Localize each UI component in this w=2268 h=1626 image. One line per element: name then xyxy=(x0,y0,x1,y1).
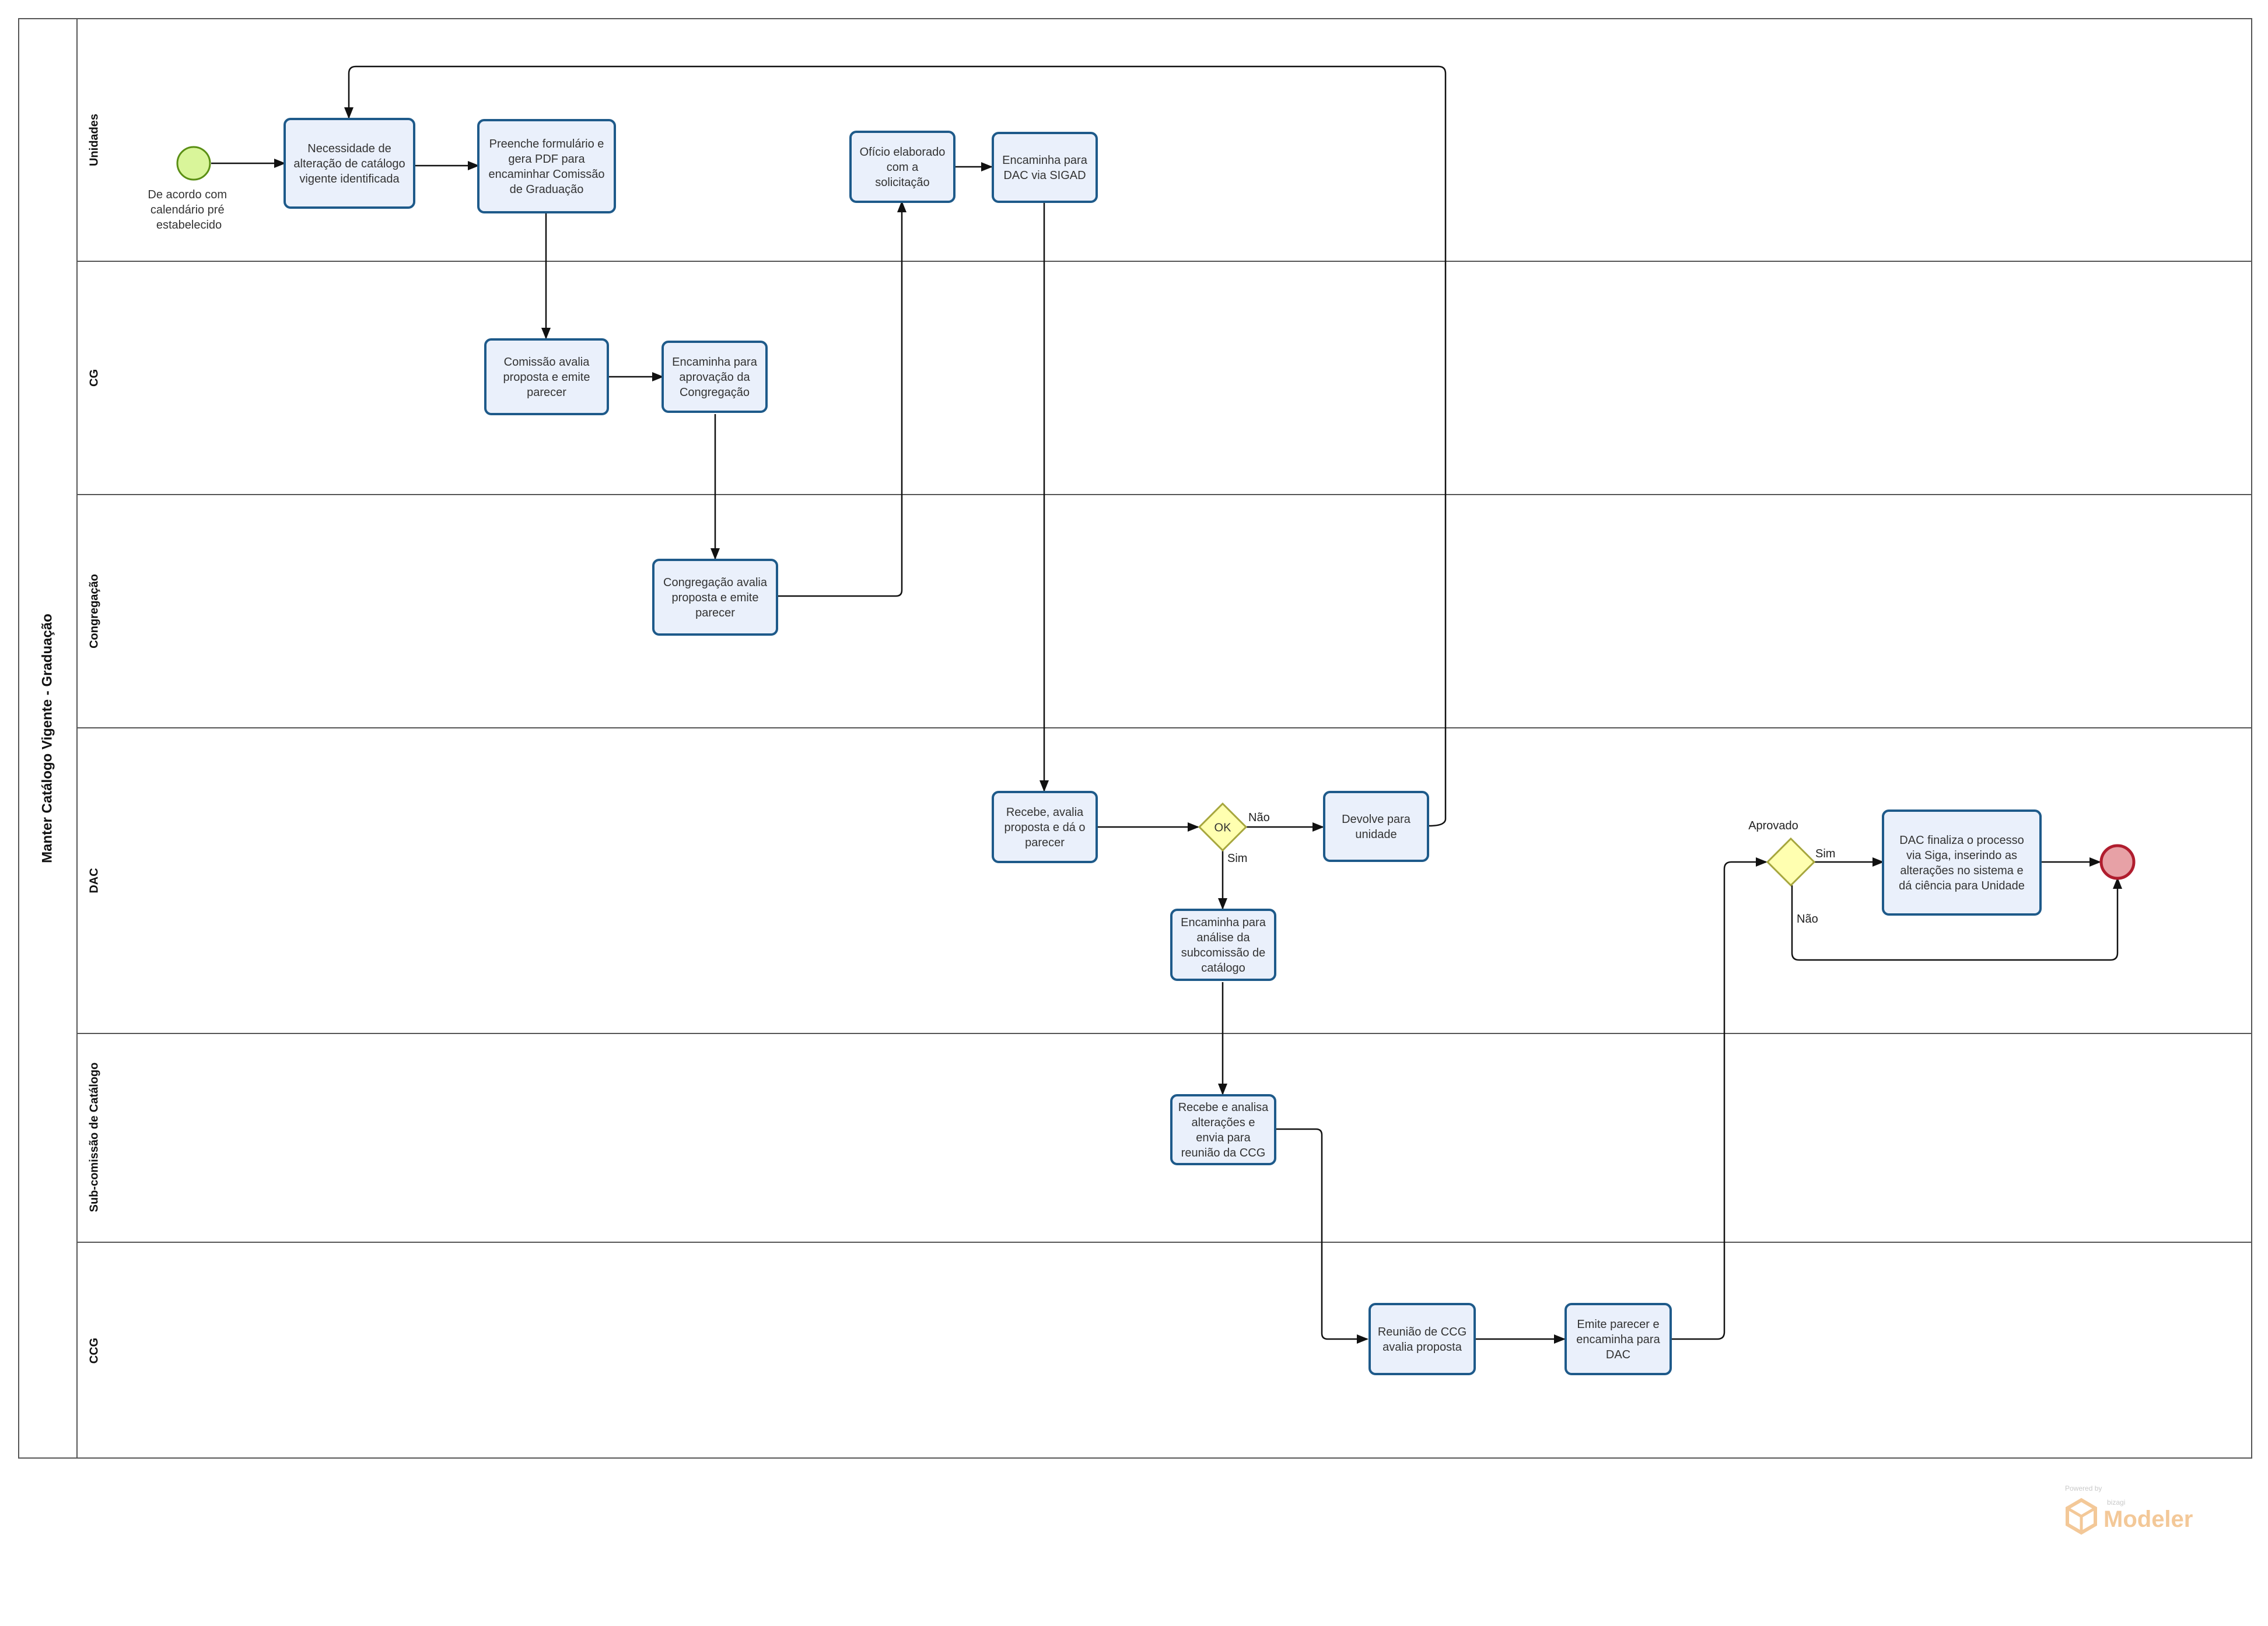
start-event-label: De acordo com calendário pré estabelecid… xyxy=(148,188,230,232)
watermark-product: Modeler xyxy=(2104,1506,2193,1532)
task-box[interactable] xyxy=(992,132,1098,203)
lane-dividers xyxy=(77,261,2252,1243)
sequence-flows xyxy=(211,65,2122,1344)
task-box[interactable] xyxy=(284,118,415,209)
task-box[interactable] xyxy=(652,559,778,636)
flow-g2-end xyxy=(1791,877,2122,961)
task-box[interactable] xyxy=(484,338,609,415)
gateway-ok[interactable]: OK xyxy=(1198,802,1248,852)
task-box[interactable] xyxy=(477,119,616,213)
flow-label-g1-yes: Sim xyxy=(1227,852,1247,865)
lane-title-cg: CG xyxy=(88,369,100,387)
bizagi-watermark: Powered by bizagi Modeler xyxy=(2065,1484,2193,1535)
flow-t9-t1 xyxy=(344,65,1447,827)
task-box[interactable] xyxy=(1170,1094,1276,1165)
lane-title-unidades: Unidades xyxy=(88,114,100,166)
lane-title-ccg: CCG xyxy=(88,1338,100,1364)
task-box[interactable] xyxy=(1323,791,1429,862)
watermark-brand: bizagi xyxy=(2107,1498,2125,1506)
flow-label-g2-no: Não xyxy=(1797,913,1818,926)
task-box[interactable] xyxy=(662,341,768,413)
pool-title: Manter Catálogo Vigente - Graduação xyxy=(39,614,55,863)
watermark-powered-by: Powered by xyxy=(2065,1484,2102,1492)
task-box[interactable] xyxy=(849,131,956,203)
flow-t13-g2 xyxy=(1671,857,1768,1340)
lane-title-dac: DAC xyxy=(88,868,100,893)
task-box[interactable] xyxy=(1368,1303,1476,1375)
lane-title-subcomissao: Sub-comissão de Catálogo xyxy=(88,1063,100,1213)
task-box[interactable] xyxy=(1170,909,1276,981)
end-event[interactable] xyxy=(2099,844,2136,880)
gateway-aprovado-label: Aprovado xyxy=(1748,819,1798,832)
gateway-ok-label: OK xyxy=(1214,821,1232,834)
flow-label-g2-yes: Sim xyxy=(1815,847,1835,860)
task-box[interactable] xyxy=(992,791,1098,863)
flow-t11-t12 xyxy=(1275,1128,1368,1344)
gateway-aprovado[interactable] xyxy=(1766,837,1816,887)
bizagi-logo-icon xyxy=(2066,1498,2097,1535)
task-box[interactable] xyxy=(1882,810,2042,916)
pool: Manter Catálogo Vigente - Graduação xyxy=(18,18,2252,1459)
flow-t5-t6 xyxy=(777,201,907,597)
task-box[interactable] xyxy=(1564,1303,1672,1375)
flow-label-g1-no: Não xyxy=(1248,811,1270,824)
lane-title-congregacao: Congregação xyxy=(88,574,100,649)
start-event[interactable] xyxy=(176,146,211,181)
